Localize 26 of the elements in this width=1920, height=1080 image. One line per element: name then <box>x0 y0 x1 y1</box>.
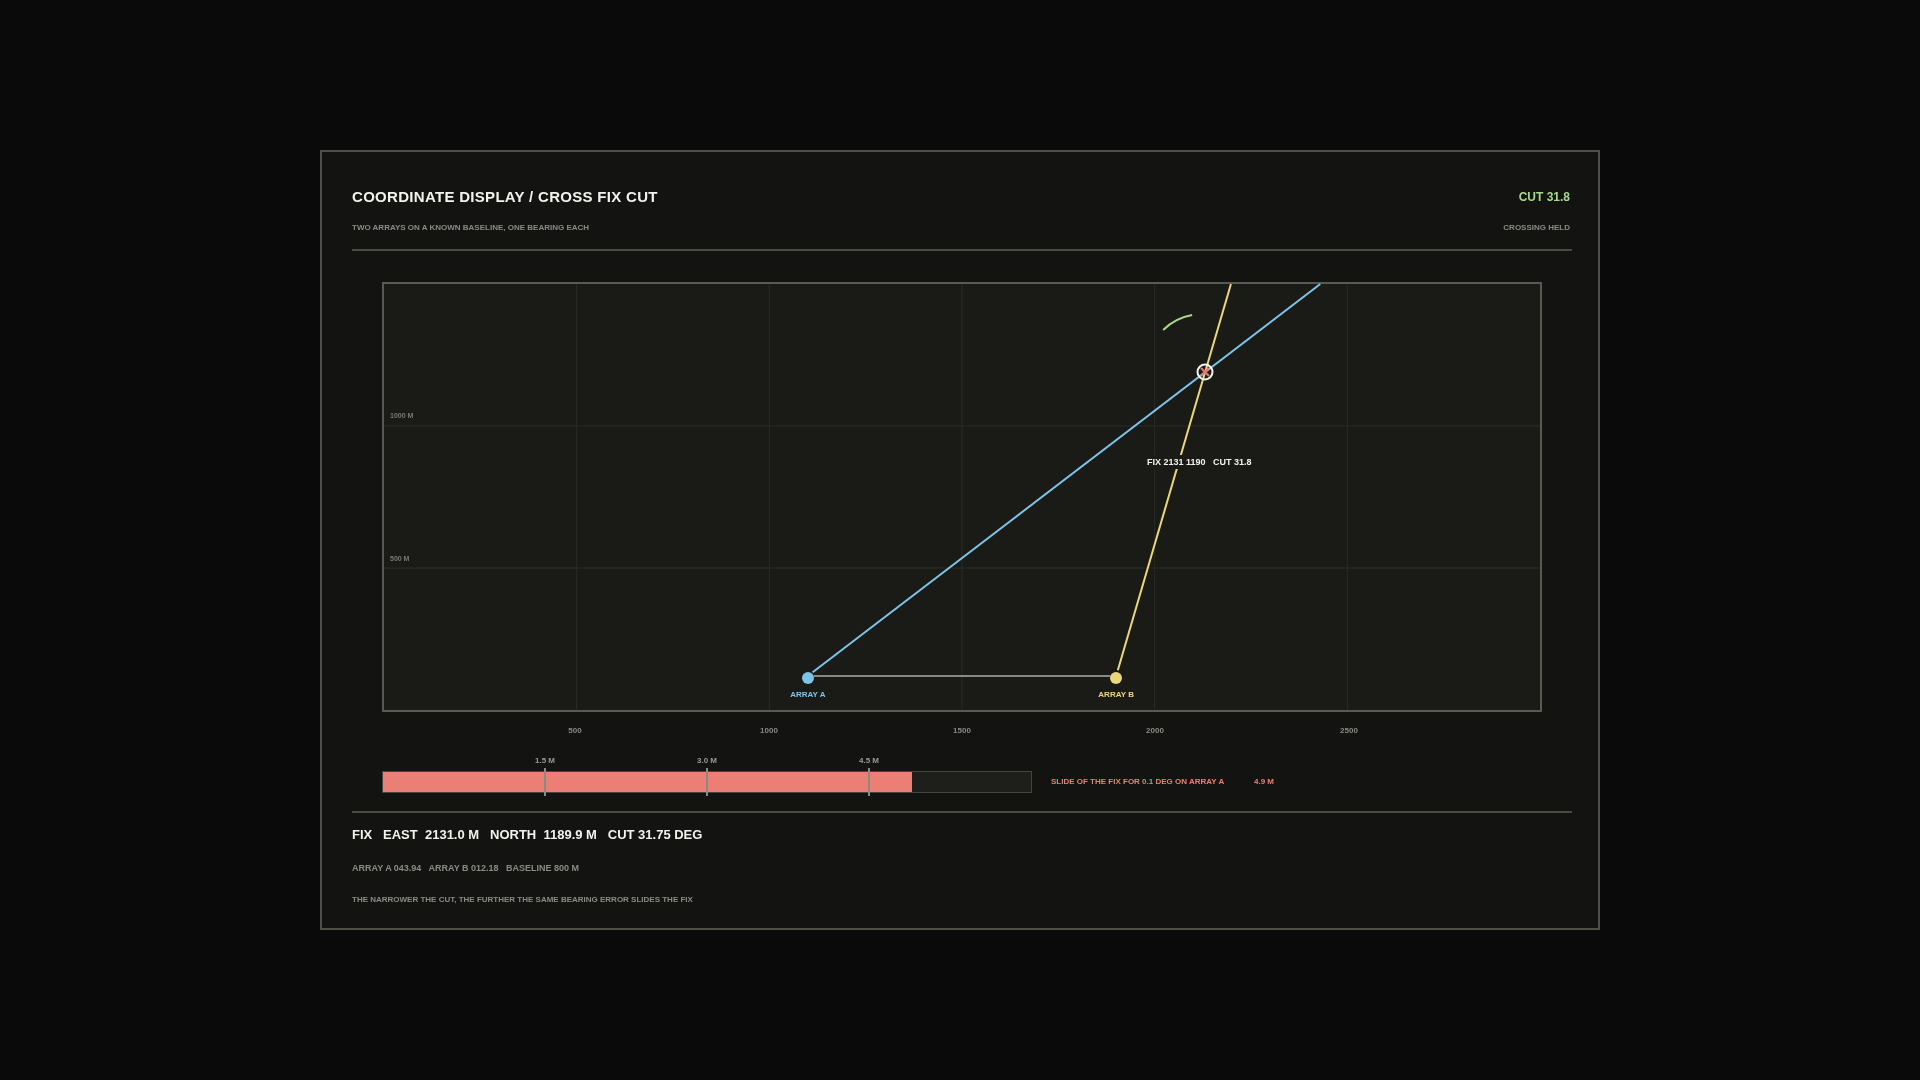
axis-tick-label: 1000 <box>760 726 778 735</box>
axis-tick-label: 2000 <box>1146 726 1164 735</box>
fix-readout: FIX EAST 2131.0 M NORTH 1189.9 M CUT 31.75 DEG <box>352 827 703 842</box>
bar-value: 4.9 M <box>1254 777 1274 786</box>
axis-tick-label: 1500 <box>953 726 971 735</box>
fix-marker <box>1196 363 1215 382</box>
axis-tick-label: 2500 <box>1340 726 1358 735</box>
title: COORDINATE DISPLAY / CROSS FIX CUT <box>352 188 658 205</box>
axis-tick-label: 500 <box>568 726 582 735</box>
bearing-line <box>1116 283 1232 672</box>
array-marker <box>1110 669 1123 682</box>
bar-caption: SLIDE OF THE FIX FOR 0.1 DEG ON ARRAY A <box>1051 777 1225 786</box>
subtitle: TWO ARRAYS ON A KNOWN BASELINE, ONE BEARING EACH <box>352 223 590 232</box>
array-label: ARRAY B <box>1098 689 1134 699</box>
fix-label: FIX 2131 1190 CUT 31.8 <box>1144 455 1255 469</box>
footnote: THE NARROWER THE CUT, THE FURTHER THE SAME BEARING ERROR SLIDES THE FIX <box>352 895 693 904</box>
array-label: ARRAY A <box>790 689 826 699</box>
bar-tick-label: 3.0 M <box>697 756 717 765</box>
array-marker <box>801 669 814 682</box>
status-readout: CUT 31.8 <box>1518 190 1570 204</box>
bar-tick-label: 4.5 M <box>859 756 879 765</box>
status-text: CROSSING HELD <box>1503 223 1570 232</box>
bar-tick-label: 1.5 M <box>535 756 555 765</box>
baseline-line <box>812 674 1112 677</box>
bearing-readout: ARRAY A 043.94 ARRAY B 012.18 BASELINE 800 M <box>352 863 580 873</box>
bearing-line <box>811 283 1322 674</box>
